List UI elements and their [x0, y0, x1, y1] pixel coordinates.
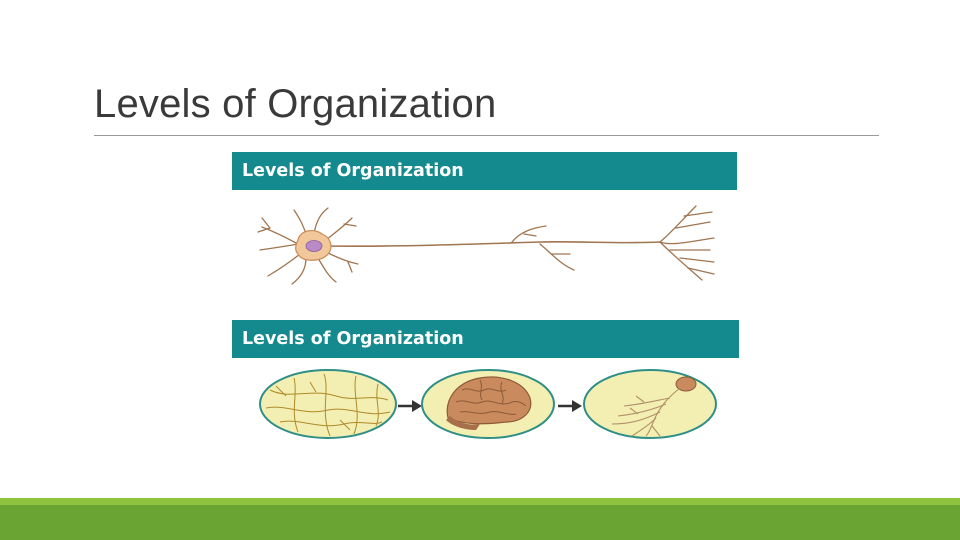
arrow-right-icon — [398, 400, 422, 412]
accent-bar-light — [0, 498, 960, 506]
arrow-right-icon — [558, 400, 582, 412]
nervous-system-icon — [583, 369, 717, 439]
organization-levels-sequence — [259, 369, 717, 439]
figure-banner-top: Levels of Organization — [232, 152, 737, 190]
title-divider — [94, 135, 879, 136]
accent-bar — [0, 505, 960, 540]
figure-banner-bottom: Levels of Organization — [232, 320, 739, 358]
neuron-illustration-icon — [257, 205, 715, 285]
page-title: Levels of Organization — [94, 82, 497, 126]
brain-icon — [421, 369, 555, 439]
nerve-tissue-icon — [259, 369, 397, 439]
